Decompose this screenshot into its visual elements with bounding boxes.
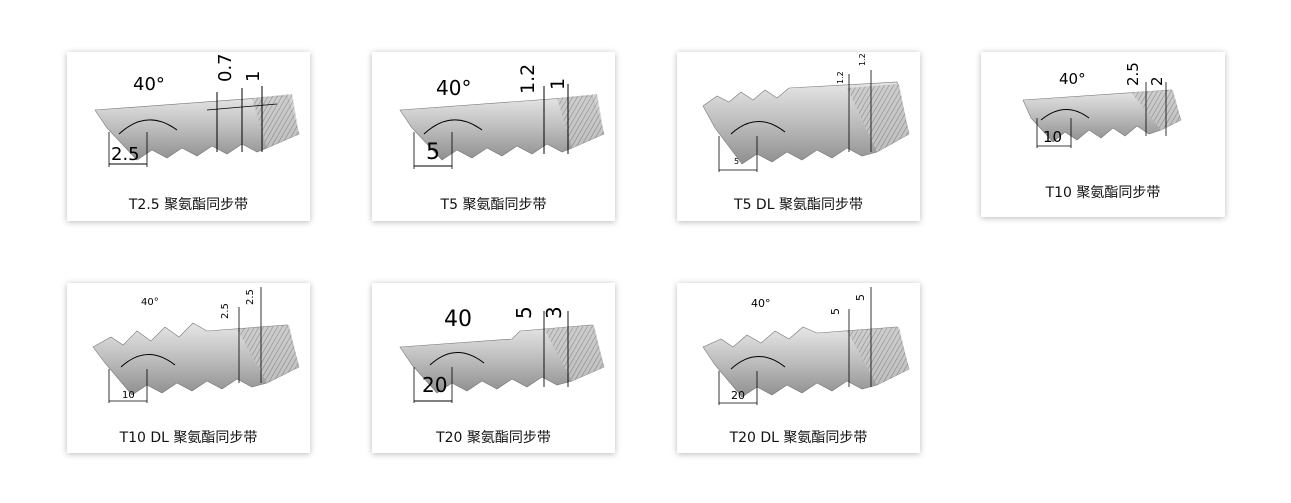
belt-profile-diagram	[702, 70, 910, 172]
dimension-label-a: 1.2	[517, 63, 539, 94]
product-card-t5-dl[interactable]: 5 1.2 1.2 T5 DL 聚氨酯同步带	[677, 52, 920, 221]
angle-label: 40°	[1059, 70, 1086, 88]
dimension-label-a: 1.2	[836, 71, 845, 84]
product-caption[interactable]: T10 聚氨酯同步带	[1045, 185, 1161, 201]
product-caption[interactable]: T10 DL 聚氨酯同步带	[119, 430, 258, 446]
product-caption[interactable]: T20 聚氨酯同步带	[436, 430, 551, 446]
angle-label: 40°	[751, 297, 771, 310]
dimension-label-b: 5	[854, 294, 867, 301]
product-card-t2-5[interactable]: 40° 2.5 0.7 1 T2.5 聚氨酯同步带	[67, 52, 310, 221]
dimension-label-a: 2.5	[1124, 62, 1142, 86]
angle-label: 40°	[133, 74, 165, 95]
dimension-label-b: 3	[542, 306, 566, 319]
angle-label: 40°	[141, 297, 159, 308]
product-card-t20[interactable]: 40 20 5 3 T20 聚氨酯同步带	[372, 283, 615, 453]
angle-label: 40°	[436, 76, 472, 100]
dimension-label-b: 2	[1148, 76, 1166, 86]
pitch-label: 2.5	[111, 144, 140, 165]
product-caption[interactable]: T5 聚氨酯同步带	[440, 197, 547, 213]
product-card-t5[interactable]: 40° 5 1.2 1 T5 聚氨酯同步带	[372, 52, 615, 221]
product-card-t10[interactable]: 40° 10 2.5 2 T10 聚氨酯同步带	[981, 52, 1225, 217]
product-caption[interactable]: T2.5 聚氨酯同步带	[128, 197, 249, 213]
dimension-label-a: 2.5	[220, 303, 231, 319]
pitch-label: 10	[1043, 128, 1063, 146]
pitch-label: 10	[122, 390, 135, 401]
belt-profile-diagram	[702, 287, 910, 405]
belt-profile-diagram	[399, 311, 605, 403]
pitch-label: 20	[422, 373, 448, 397]
pitch-label: 5	[734, 157, 740, 166]
product-card-t20-dl[interactable]: 40° 20 5 5 T20 DL 聚氨酯同步带	[677, 283, 920, 453]
pitch-label: 5	[426, 140, 440, 165]
dimension-label-b: 1	[547, 77, 569, 90]
belt-profile-diagram	[92, 287, 300, 403]
dimension-label-b: 1.2	[858, 53, 867, 66]
dimension-label-a: 5	[829, 308, 842, 315]
product-caption[interactable]: T20 DL 聚氨酯同步带	[729, 430, 868, 446]
dimension-label-b: 2.5	[245, 289, 256, 305]
dimension-label-b: 1	[243, 70, 264, 82]
product-card-t10-dl[interactable]: 40° 10 2.5 2.5 T10 DL 聚氨酯同步带	[67, 283, 310, 453]
pitch-label: 20	[731, 389, 745, 402]
product-caption[interactable]: T5 DL 聚氨酯同步带	[734, 197, 863, 213]
dimension-label-a: 0.7	[215, 53, 236, 82]
belt-profile-diagram	[399, 84, 605, 169]
angle-label: 40	[444, 307, 472, 332]
dimension-label-a: 5	[512, 306, 536, 319]
belt-profile-diagram	[1022, 82, 1182, 148]
belt-profile-diagram	[94, 86, 300, 167]
